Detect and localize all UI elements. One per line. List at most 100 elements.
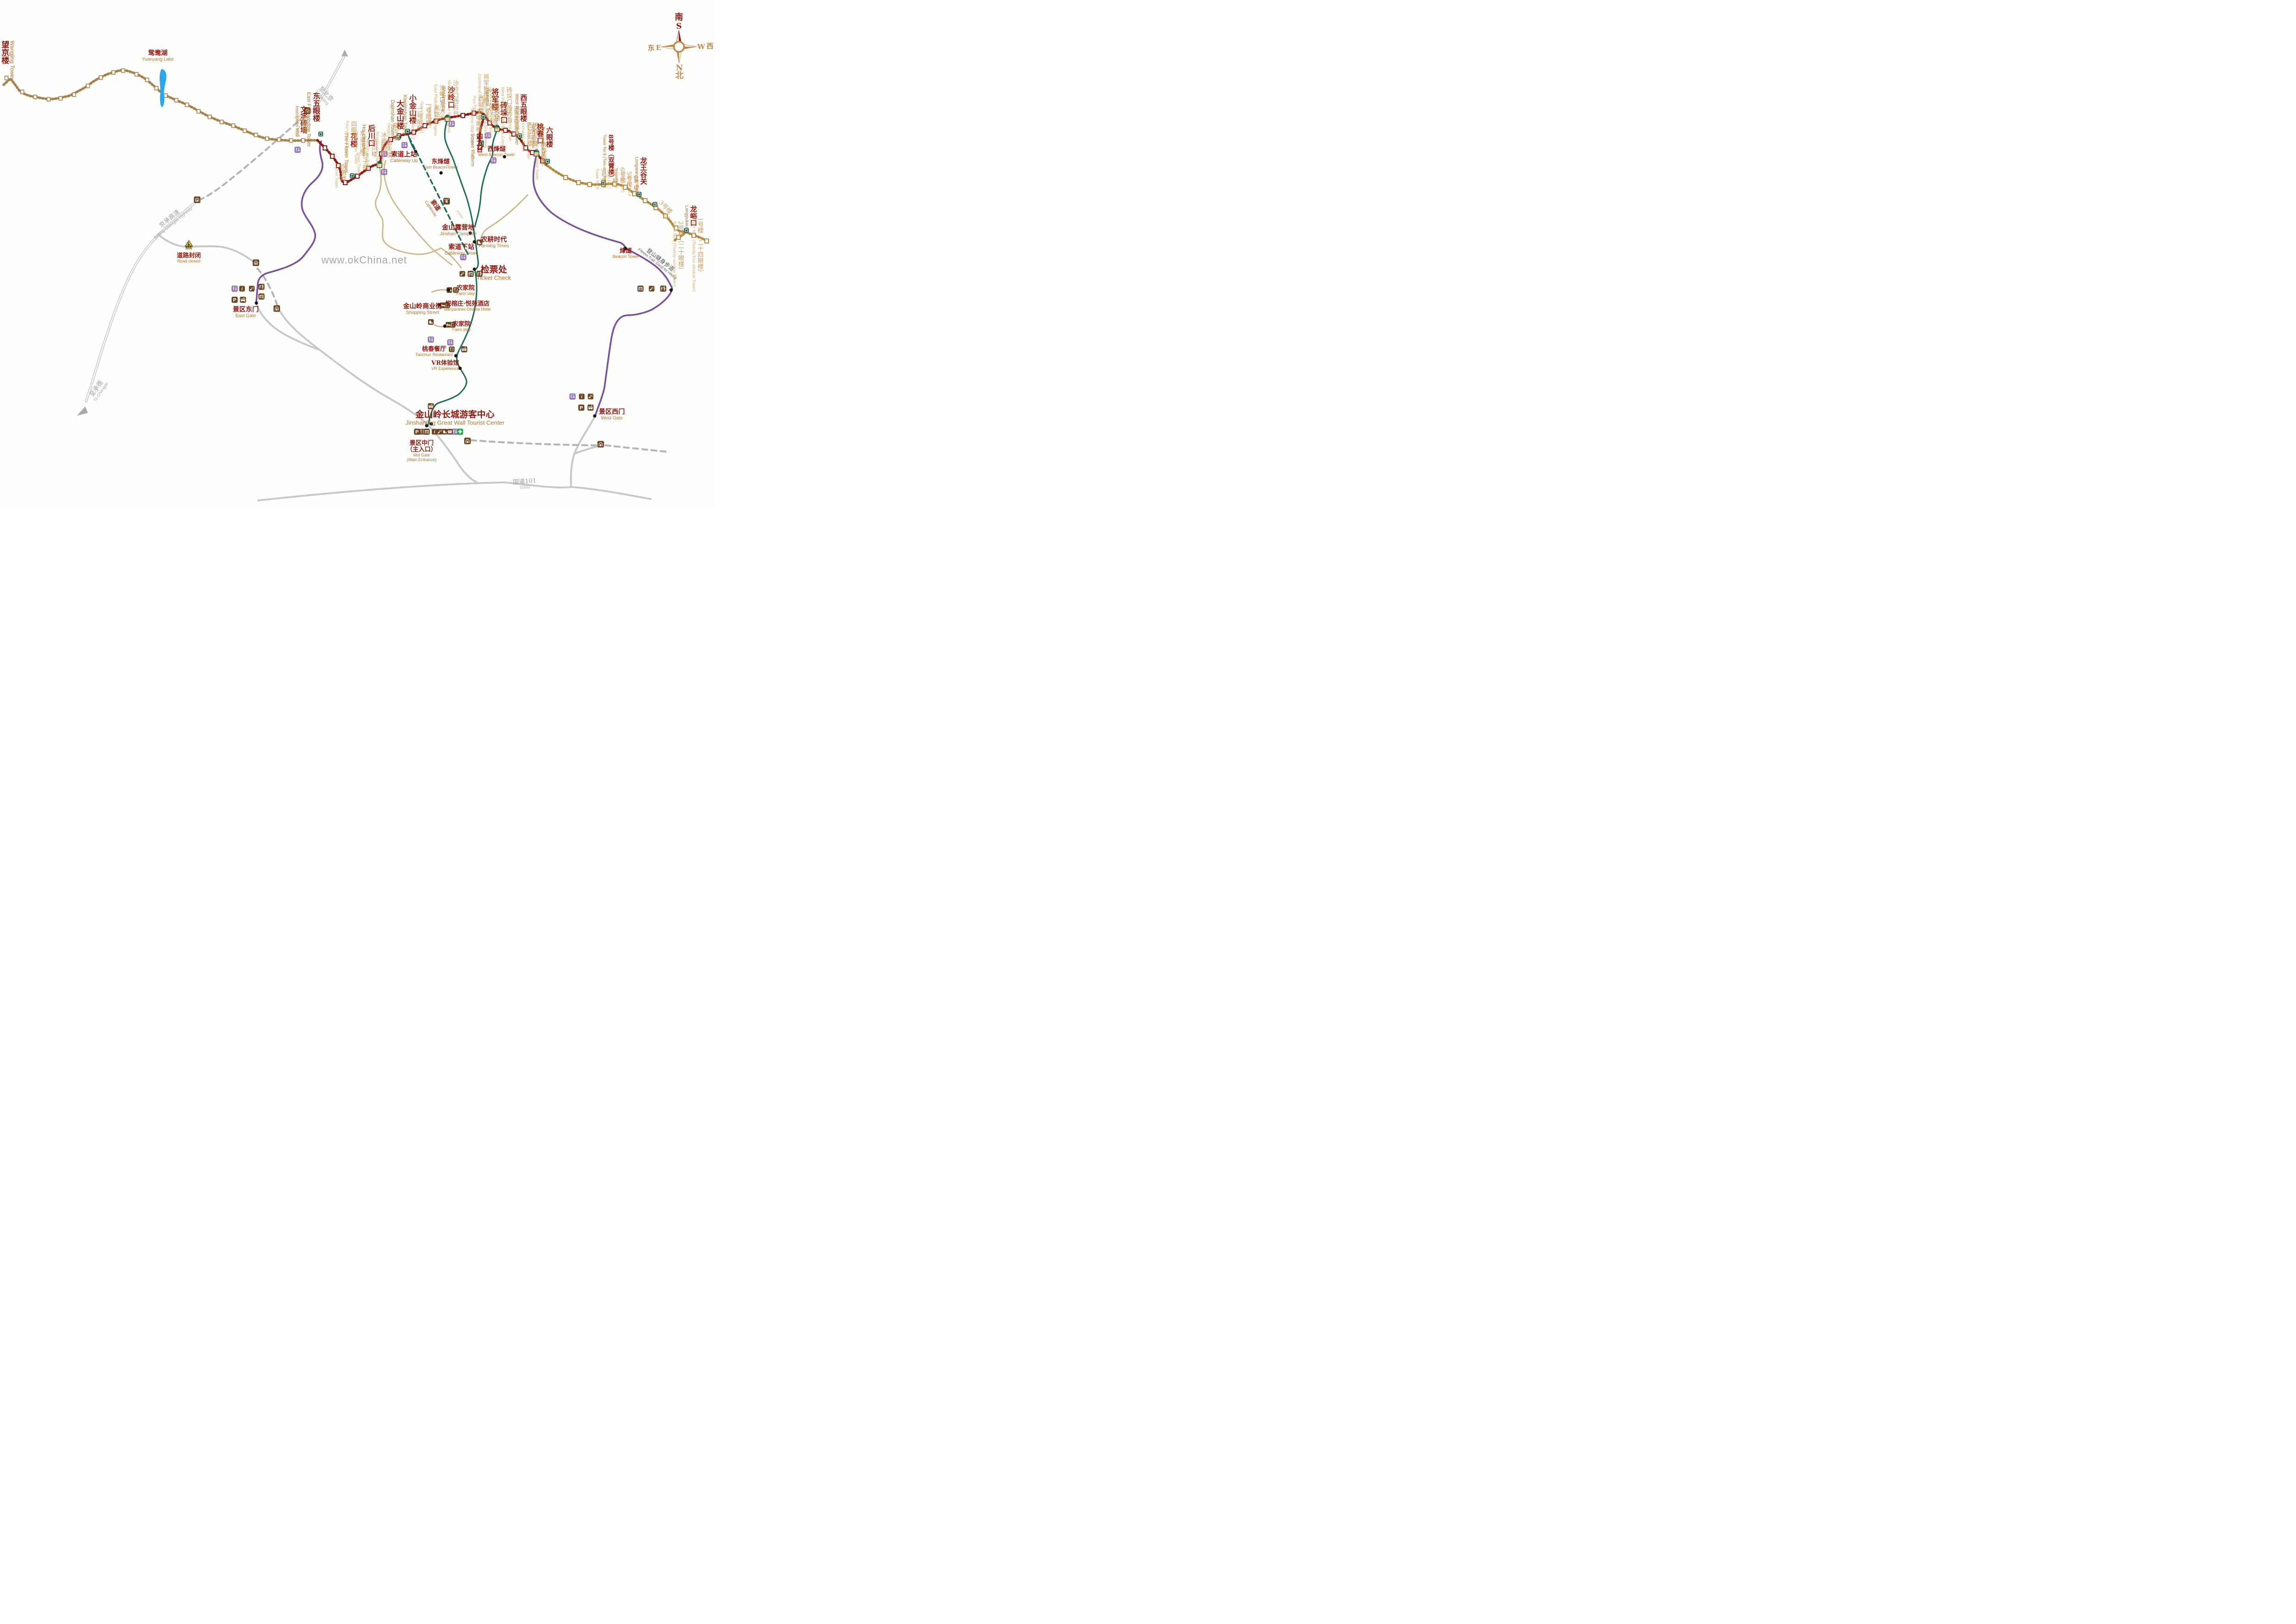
marker-bus-icon — [428, 403, 434, 412]
compass-west-cn: 西 — [706, 42, 714, 50]
marker-dot-icon — [414, 148, 418, 156]
svg-text:☎: ☎ — [447, 430, 452, 435]
marker-trailhead-icon — [480, 113, 486, 122]
svg-text:i: i — [242, 287, 243, 292]
marker-trailhead-icon — [517, 132, 523, 141]
marker-food-icon — [448, 346, 455, 355]
marker-shop-icon — [476, 239, 483, 248]
marker-pass-icon — [444, 113, 452, 124]
marker-trailhead-icon — [545, 158, 550, 166]
marker-dot-icon — [473, 238, 477, 246]
marker-parking-icon: P — [231, 296, 238, 306]
marker-toilet-icon — [294, 146, 301, 156]
marker-ticket-icon — [249, 286, 255, 294]
marker-gate-icon — [467, 270, 474, 280]
marker-toilet-icon — [452, 428, 458, 437]
marker-dot-icon — [437, 301, 442, 309]
map-canvas — [2, 50, 709, 501]
marker-gate-icon — [637, 285, 644, 294]
marker-toilet-icon — [569, 393, 576, 402]
marker-food-icon — [453, 287, 459, 295]
marker-toilet-icon — [231, 285, 238, 294]
svg-text:i: i — [581, 394, 583, 400]
marker-trailhead-icon — [479, 139, 484, 148]
marker-toilet-icon — [428, 336, 434, 345]
marker-dot-icon — [593, 412, 597, 420]
marker-trailhead-icon — [636, 191, 642, 199]
marker-dot-icon — [623, 244, 628, 253]
compass-south-en: S — [676, 22, 682, 31]
marker-food-icon — [419, 429, 425, 437]
marker-check-icon — [258, 283, 265, 293]
marker-bus-icon — [587, 404, 594, 413]
marker-dot-icon — [429, 420, 434, 428]
marker-dot-icon — [447, 286, 451, 294]
marker-aid-icon — [457, 428, 463, 437]
svg-text:P: P — [415, 429, 418, 435]
marker-dot-icon — [473, 265, 477, 274]
marker-pass-icon — [493, 123, 501, 134]
compass-west-en: W — [697, 43, 705, 51]
compass-south-cn: 南 — [675, 12, 683, 22]
marker-dot-icon — [425, 422, 429, 430]
marker-trailhead-icon — [601, 179, 606, 187]
marker-shop-icon — [428, 319, 434, 327]
marker-toilet-icon — [448, 120, 455, 130]
marker-info-icon: i — [431, 429, 438, 437]
marker-bed-icon — [440, 302, 446, 311]
marker-ticket-icon — [436, 429, 443, 437]
marker-tunnel-icon — [273, 305, 280, 314]
marker-trailhead-icon — [349, 172, 355, 181]
marker-toilet-icon — [447, 339, 454, 348]
marker-trailhead-icon — [318, 131, 324, 139]
marker-dot-icon — [255, 299, 259, 307]
marker-cablecar-icon — [443, 198, 450, 207]
watermark: www.okChina.net — [321, 254, 407, 266]
marker-dot-icon — [468, 229, 473, 237]
marker-toilet-icon — [401, 142, 408, 151]
marker-dot-icon — [458, 364, 462, 373]
marker-toilet-icon — [490, 157, 497, 166]
compass-rose: 南 S 东 E W 西 N 北 — [647, 10, 716, 84]
compass-east-en: E — [656, 44, 661, 52]
marker-pass-icon — [533, 148, 541, 159]
marker-tunnel-icon — [252, 259, 260, 269]
marker-bus-icon — [461, 346, 467, 355]
marker-trailhead-icon — [652, 201, 658, 209]
marker-ticket-icon — [587, 394, 594, 402]
marker-dot-icon — [454, 352, 458, 360]
marker-ticket-icon — [459, 271, 466, 279]
marker-dot-icon — [503, 153, 507, 161]
marker-trailhead-icon — [405, 128, 411, 136]
compass-east-cn: 东 — [647, 44, 655, 52]
marker-bus-icon — [240, 296, 246, 306]
compass-star — [660, 30, 697, 64]
svg-text:i: i — [434, 430, 436, 435]
marker-parking-icon: P — [414, 428, 420, 437]
marker-tunnel-icon — [464, 437, 471, 447]
marker-dot-icon — [669, 286, 673, 294]
marker-ticket-icon — [648, 286, 655, 294]
marker-toilet-icon — [381, 150, 387, 160]
svg-text:P: P — [579, 405, 583, 411]
marker-tunnel-icon — [597, 441, 604, 450]
marker-dot-icon — [443, 322, 447, 331]
marker-rc-icon — [185, 240, 193, 252]
marker-tunnel-icon — [193, 196, 201, 206]
marker-dot-icon — [439, 169, 443, 177]
marker-pass-icon — [376, 159, 384, 170]
marker-parking-icon: P — [578, 404, 585, 413]
compass-north-cn: 北 — [675, 71, 684, 81]
marker-toilet-icon — [485, 132, 491, 141]
marker-toilet-icon — [381, 169, 387, 178]
marker-phone-icon: ☎ — [447, 429, 453, 437]
svg-text:P: P — [233, 297, 236, 303]
marker-check-icon — [476, 270, 483, 280]
marker-check-icon — [660, 285, 666, 294]
marker-tunnel-icon — [304, 107, 311, 117]
marker-info-icon: i — [579, 394, 585, 402]
marker-toilet-icon — [460, 254, 467, 263]
compass-north-en: N — [676, 63, 683, 73]
